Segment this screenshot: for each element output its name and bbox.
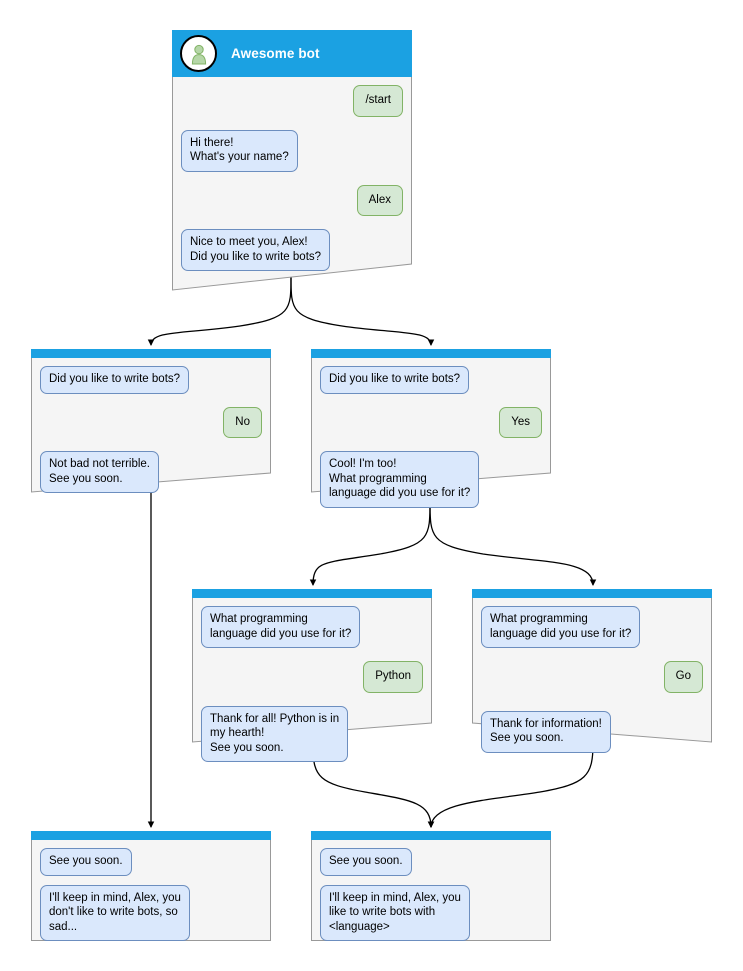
message-bubble-bot[interactable]: Did you like to write bots? [40, 366, 190, 394]
chat-window-header-bar [31, 831, 271, 840]
message-bubble-bot[interactable]: Thank for information! See you soon. [481, 710, 611, 753]
chat-window-header-bar [192, 589, 432, 598]
message-bubble-user[interactable]: Yes [499, 406, 542, 438]
bot-title: Awesome bot [231, 46, 320, 61]
chat-window-header-bar [311, 831, 551, 840]
edge-answer-yes-to-lang-python [309, 500, 431, 587]
chat-thread-lang-python: What programming language did you use fo… [192, 598, 432, 762]
spacer [181, 216, 403, 229]
node-lang-python[interactable]: What programming language did you use fo… [192, 589, 432, 762]
chat-thread-end-sad: See you soon. I'll keep in mind, Alex, y… [31, 840, 271, 941]
message-bubble-bot[interactable]: Cool! I'm too! What programming language… [320, 451, 480, 508]
chat-window-header: Awesome bot [172, 30, 412, 77]
chat-window-header-bar [472, 589, 712, 598]
message-bubble-bot[interactable]: Hi there! What's your name? [181, 129, 298, 172]
spacer [181, 117, 403, 130]
message-bubble-bot[interactable]: See you soon. [40, 848, 132, 876]
chat-thread-end-happy: See you soon. I'll keep in mind, Alex, y… [311, 840, 551, 941]
message-bubble-bot[interactable]: Did you like to write bots? [320, 366, 470, 394]
message-bubble-bot[interactable]: What programming language did you use fo… [201, 606, 361, 648]
edge-lang-go-to-end-happy [427, 743, 594, 829]
message-bubble-bot[interactable]: I'll keep in mind, Alex, you don't like … [40, 884, 190, 941]
node-end-sad[interactable]: See you soon. I'll keep in mind, Alex, y… [31, 831, 271, 941]
spacer [481, 693, 703, 711]
message-bubble-user[interactable]: Go [663, 661, 703, 693]
spacer [181, 172, 403, 185]
edge-answer-yes-to-lang-go [429, 500, 597, 587]
message-bubble-bot[interactable]: What programming language did you use fo… [481, 606, 641, 648]
chat-thread-lang-go: What programming language did you use fo… [472, 598, 712, 753]
chat-thread-start: /start Hi there! What's your name? Alex … [172, 77, 412, 271]
spacer [40, 394, 262, 407]
chat-thread-answer-no: Did you like to write bots? No Not bad n… [31, 358, 271, 493]
message-bubble-bot[interactable]: Not bad not terrible. See you soon. [40, 451, 160, 493]
node-end-happy[interactable]: See you soon. I'll keep in mind, Alex, y… [311, 831, 551, 941]
message-bubble-user[interactable]: Python [363, 661, 423, 693]
spacer [481, 648, 703, 661]
message-bubble-bot[interactable]: See you soon. [320, 848, 412, 876]
spacer [40, 438, 262, 451]
node-lang-go[interactable]: What programming language did you use fo… [472, 589, 712, 753]
spacer [320, 876, 542, 885]
message-bubble-user[interactable]: Alex [356, 184, 403, 216]
person-avatar-icon [180, 35, 217, 72]
spacer [201, 693, 423, 706]
message-bubble-bot[interactable]: Nice to meet you, Alex! Did you like to … [181, 229, 331, 271]
spacer [320, 438, 542, 451]
node-start[interactable]: Awesome bot /start Hi there! What's your… [172, 30, 412, 292]
spacer [201, 648, 423, 661]
chat-window-header-bar [311, 349, 551, 358]
message-bubble-user[interactable]: No [223, 406, 262, 438]
chat-window-header-bar [31, 349, 271, 358]
node-answer-no[interactable]: Did you like to write bots? No Not bad n… [31, 349, 271, 494]
node-answer-yes[interactable]: Did you like to write bots? Yes Cool! I'… [311, 349, 551, 508]
spacer [40, 876, 262, 885]
message-bubble-bot[interactable]: Thank for all! Python is in my hearth! S… [201, 705, 349, 762]
message-bubble-user[interactable]: /start [353, 85, 403, 117]
message-bubble-bot[interactable]: I'll keep in mind, Alex, you like to wri… [320, 884, 470, 941]
chat-thread-answer-yes: Did you like to write bots? Yes Cool! I'… [311, 358, 551, 508]
spacer [320, 394, 542, 407]
